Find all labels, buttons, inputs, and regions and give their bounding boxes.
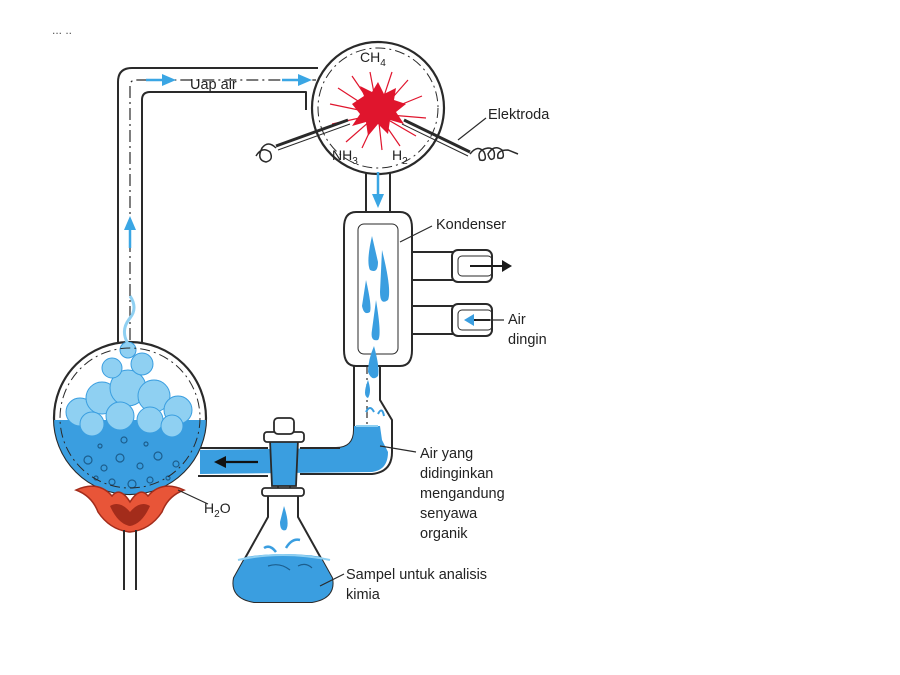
boiling-flask (50, 296, 220, 510)
label-cold-water-1: Air (508, 312, 526, 328)
header-dots: ... .. (52, 23, 72, 37)
stopcock (264, 418, 304, 492)
label-electrode: Elektroda (488, 107, 550, 123)
electrode-coil-right (470, 148, 518, 161)
label-cooled-5: organik (420, 526, 468, 542)
label-cooled-3: mengandung (420, 486, 505, 502)
label-sample-1: Sampel untuk analisis (346, 567, 487, 583)
label-cooled-1: Air yang (420, 446, 473, 462)
label-condenser: Kondenser (436, 217, 506, 233)
label-cooled-2: didinginkan (420, 466, 493, 482)
label-steam: Uap air (190, 77, 237, 93)
label-cold-water-2: dingin (508, 332, 547, 348)
label-sample-2: kimia (346, 587, 381, 603)
burner-stand (124, 530, 136, 590)
condenser (344, 212, 512, 398)
formula-water: H2O (204, 500, 231, 520)
electrode-coil-left (256, 144, 276, 162)
label-cooled-4: senyawa (420, 506, 478, 522)
sample-flask (230, 488, 340, 610)
